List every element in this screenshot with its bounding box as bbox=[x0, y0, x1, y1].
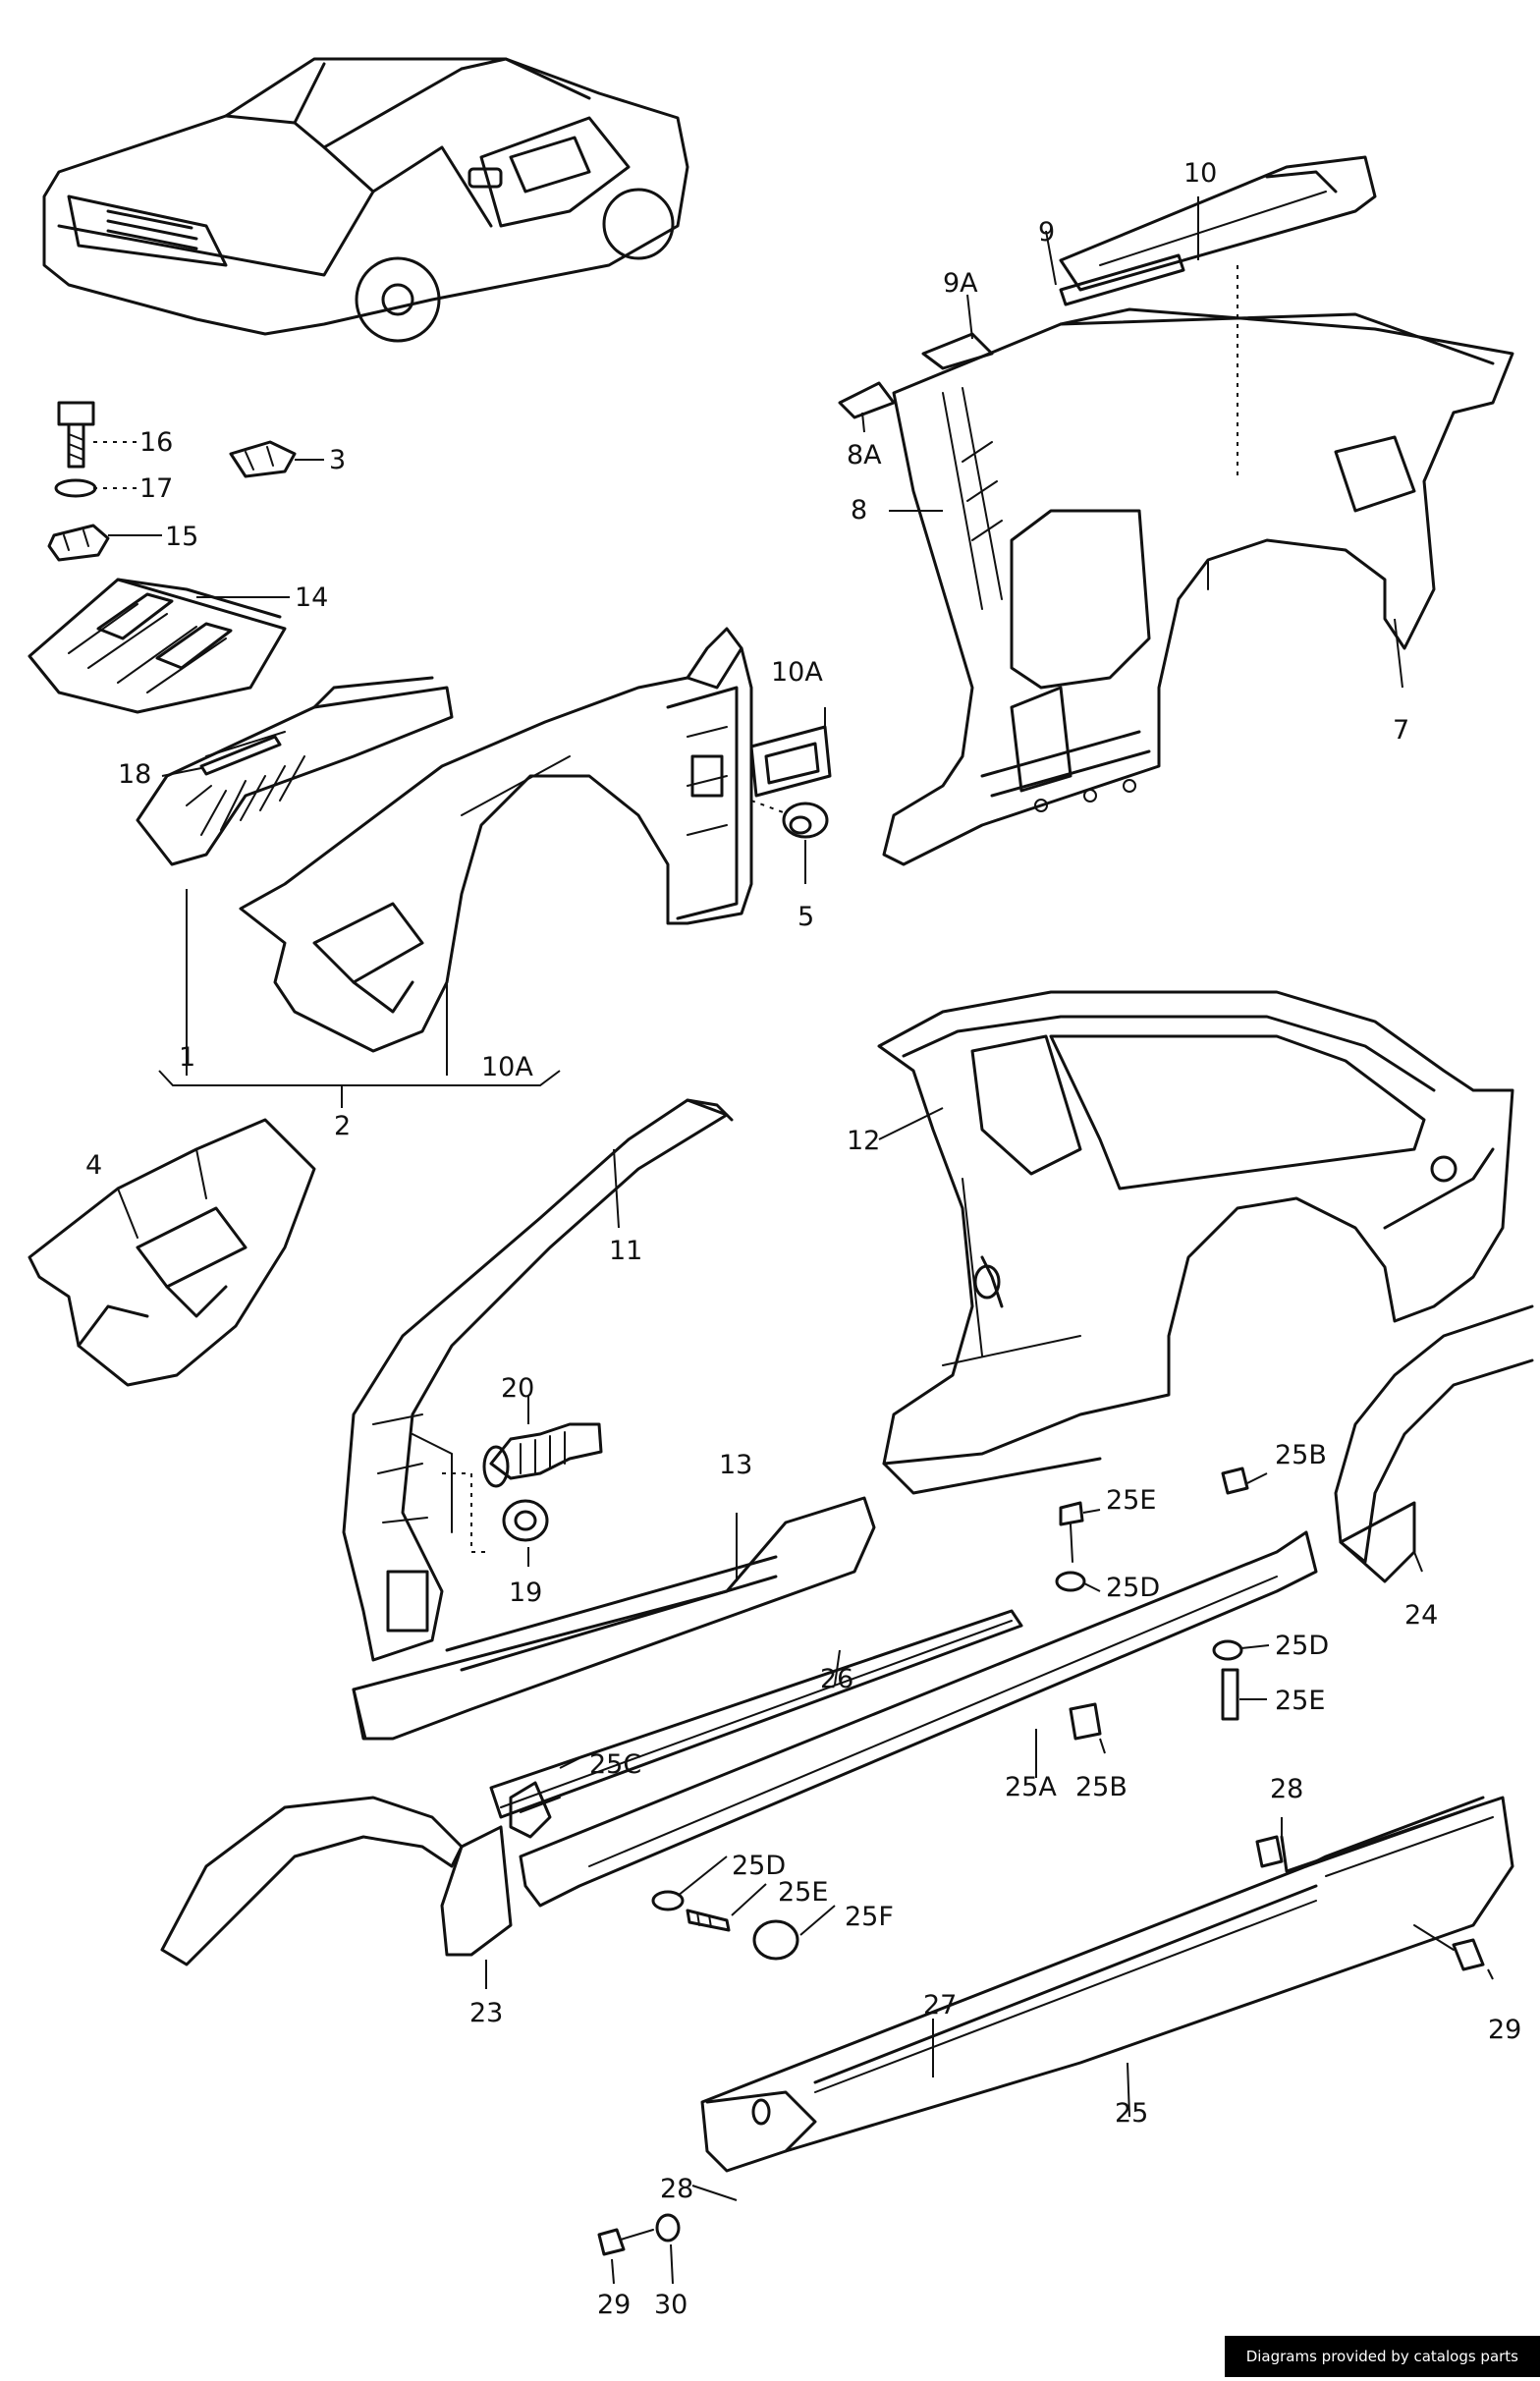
callout-13: 13 bbox=[719, 1450, 752, 1480]
callout-10a-bottom: 10A bbox=[481, 1052, 533, 1082]
callout-11: 11 bbox=[609, 1236, 642, 1266]
callout-29-left: 29 bbox=[597, 2290, 631, 2320]
sill-13-26 bbox=[352, 1496, 1023, 1819]
callout-10: 10 bbox=[1183, 158, 1217, 189]
callout-16: 16 bbox=[139, 427, 173, 458]
car-overview bbox=[42, 57, 689, 343]
callout-25e-3: 25E bbox=[778, 1877, 828, 1908]
callout-9: 9 bbox=[1038, 217, 1055, 248]
callout-25c: 25C bbox=[589, 1749, 641, 1780]
callout-25d-1: 25D bbox=[1106, 1573, 1160, 1603]
front-pillar-11 bbox=[342, 1098, 734, 1662]
callout-29-right: 29 bbox=[1488, 2015, 1521, 2045]
inner-wing-4 bbox=[28, 1118, 316, 1387]
callout-20: 20 bbox=[501, 1373, 534, 1404]
callout-8: 8 bbox=[851, 495, 867, 526]
credit-badge: Diagrams provided by catalogs parts bbox=[1224, 2336, 1540, 2377]
outer-side-panel-12 bbox=[877, 990, 1514, 1495]
callout-3: 3 bbox=[329, 445, 346, 475]
rear-inner-panel bbox=[838, 155, 1514, 866]
callout-15: 15 bbox=[165, 522, 198, 552]
callout-12: 12 bbox=[847, 1126, 880, 1156]
callout-2: 2 bbox=[334, 1111, 351, 1141]
buffer-and-grommet bbox=[482, 1422, 603, 1542]
callout-14: 14 bbox=[295, 582, 328, 613]
small-fasteners-group bbox=[28, 401, 297, 714]
callout-30: 30 bbox=[654, 2290, 688, 2320]
callout-8a: 8A bbox=[847, 440, 882, 471]
callout-25d-3: 25D bbox=[732, 1851, 786, 1881]
callout-25e-1: 25E bbox=[1106, 1485, 1156, 1516]
callout-1: 1 bbox=[179, 1042, 195, 1073]
callout-28-left: 28 bbox=[660, 2174, 693, 2204]
sill-trim-25 bbox=[597, 1796, 1514, 2256]
callout-5: 5 bbox=[798, 902, 814, 932]
callout-23: 23 bbox=[469, 1998, 503, 2028]
callout-17: 17 bbox=[139, 473, 173, 504]
callout-26: 26 bbox=[820, 1664, 853, 1694]
callout-28-right: 28 bbox=[1270, 1774, 1303, 1804]
leader-lines bbox=[93, 196, 1494, 2285]
callout-7: 7 bbox=[1393, 715, 1409, 746]
sill-25a bbox=[509, 1467, 1318, 1961]
callout-19: 19 bbox=[509, 1578, 542, 1608]
callout-27: 27 bbox=[923, 1990, 957, 2021]
callout-9a: 9A bbox=[943, 268, 978, 299]
callout-24: 24 bbox=[1404, 1600, 1438, 1631]
callout-25b-bottom: 25B bbox=[1075, 1772, 1128, 1802]
callout-10a-top: 10A bbox=[771, 657, 823, 688]
callout-4: 4 bbox=[85, 1150, 102, 1181]
callout-25d-2: 25D bbox=[1275, 1631, 1329, 1661]
callout-25a: 25A bbox=[1005, 1772, 1057, 1802]
callout-25f: 25F bbox=[845, 1902, 894, 1932]
front-inner-wing-assembly bbox=[136, 627, 832, 1108]
callout-labels: 16 17 15 3 14 18 10A 5 1 10A 2 4 10 9 9A… bbox=[85, 158, 1521, 2320]
arch-trims bbox=[160, 1304, 1534, 1966]
callout-25: 25 bbox=[1115, 2098, 1148, 2129]
callout-25e-2: 25E bbox=[1275, 1686, 1325, 1716]
callout-25b-top: 25B bbox=[1275, 1440, 1327, 1470]
callout-18: 18 bbox=[118, 759, 151, 790]
